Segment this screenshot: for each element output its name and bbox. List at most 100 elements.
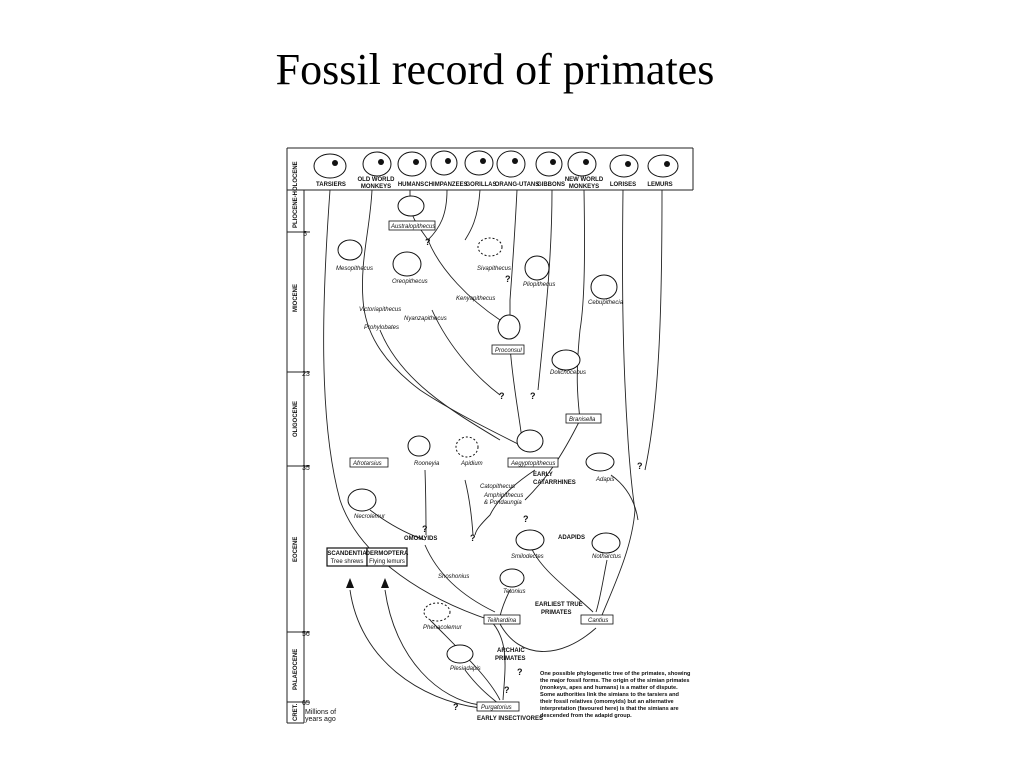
- caption-line: interpretation (favoured here) is that t…: [540, 706, 679, 712]
- skull-icon: [609, 154, 639, 178]
- timeline-axis: [286, 147, 694, 724]
- skull-icon: [585, 452, 615, 472]
- taxon-catopithecus: Catopithecus: [480, 484, 515, 490]
- epoch-oligocene: OLIGOCENE: [293, 401, 299, 437]
- epoch-palaeocene: PALAEOCENE: [293, 649, 299, 690]
- taxon-sivapithecus: Sivapithecus: [477, 266, 511, 272]
- group-nwm-line2: MONKEYS: [569, 184, 599, 190]
- skull-icon: [516, 429, 544, 453]
- taxon-smilodectes: Smilodectes: [511, 554, 544, 560]
- figure-caption: One possible phylogenetic tree of the pr…: [540, 671, 691, 719]
- taxon-mesopithecus: Mesopithecus: [336, 266, 373, 272]
- label-adapids: ADAPIDS: [558, 535, 585, 541]
- label-earliest-1: EARLIEST TRUE: [535, 602, 583, 608]
- question-mark: ?: [637, 461, 643, 471]
- question-mark: ?: [453, 702, 459, 712]
- taxon-victoriapithecus: Victoriapithecus: [359, 307, 401, 313]
- question-mark: ?: [499, 391, 505, 401]
- skull-icon: [496, 150, 526, 178]
- label-early-catarrhines-2: CATARRHINES: [533, 480, 576, 486]
- skull-icon: [397, 195, 425, 217]
- question-mark: ?: [422, 524, 428, 534]
- taxon-afrotarsius: Afrotarsius: [352, 461, 382, 467]
- question-mark: ?: [517, 667, 523, 677]
- group-orangutans: ORANG-UTANS: [495, 182, 540, 188]
- skull-icon: [551, 349, 581, 371]
- label-earliest-2: PRIMATES: [541, 610, 572, 616]
- fossil-skulls: [337, 195, 621, 664]
- caption-line: the major fossil forms. The origin of th…: [540, 678, 690, 684]
- skull-icon: [455, 436, 479, 458]
- epoch-pliocene: PLIOCENE-HOLOCENE: [293, 161, 299, 228]
- label-omomyids: OMOMYIDS: [404, 536, 437, 542]
- caption-line: (monkeys, apes and humans) is a matter o…: [540, 685, 678, 691]
- caption-line: descended from the adapid group.: [540, 713, 632, 719]
- axis-units-line1: Millions of: [305, 709, 336, 716]
- label-archaic-2: PRIMATES: [495, 656, 526, 662]
- taxon-nyanzapithecus: Nyanzapithecus: [404, 316, 447, 322]
- epoch-miocene: MIOCENE: [293, 284, 299, 312]
- taxon-kenyapithecus: Kenyapithecus: [456, 296, 495, 302]
- question-mark: ?: [505, 274, 511, 284]
- skull-icon: [392, 251, 422, 277]
- outgroup-scandentia: SCANDENTIA: [327, 551, 367, 557]
- group-lemurs: LEMURS: [647, 182, 672, 188]
- question-mark: ?: [504, 685, 510, 695]
- question-mark: ?: [425, 237, 431, 247]
- group-lorises: LORISES: [610, 182, 636, 188]
- group-tarsiers: TARSIERS: [316, 182, 346, 188]
- taxon-notharctus: Notharctus: [592, 554, 621, 560]
- tick-56: 56: [302, 631, 310, 638]
- taxon-apidium: Apidium: [460, 461, 483, 467]
- taxon-plesiadapis: Plesiadapis: [450, 666, 481, 672]
- taxon-cantius: Cantius: [588, 618, 608, 624]
- taxon-cebupithecia: Cebupithecia: [588, 300, 624, 306]
- top-skull-row: [313, 150, 679, 179]
- skull-icon: [347, 488, 377, 512]
- group-gibbons: GIBBONS: [537, 182, 565, 188]
- taxon-necrolemur: Necrolemur: [354, 514, 386, 520]
- epoch-cret: CRET.: [293, 703, 299, 721]
- skull-icon: [423, 602, 451, 622]
- taxon-purgatorius: Purgatorius: [481, 705, 512, 711]
- skull-icon: [397, 151, 427, 177]
- taxon-rooneyia: Rooneyia: [414, 461, 440, 467]
- taxon-tetonius: Tetonius: [503, 589, 525, 595]
- group-owm-line2: MONKEYS: [361, 184, 391, 190]
- skull-icon: [477, 237, 503, 257]
- taxon-aegyptopithecus: Aegyptopithecus: [510, 461, 555, 467]
- skull-icon: [464, 150, 494, 176]
- skull-icon: [313, 153, 347, 179]
- outgroup-flying-lemurs: Flying lemurs: [369, 559, 405, 565]
- taxon-australopithecus: Australopithecus: [390, 224, 435, 230]
- outgroup-dermoptera: DERMOPTERA: [366, 551, 409, 557]
- group-gorillas: GORILLAS: [466, 182, 497, 188]
- tick-65: 65: [302, 700, 310, 707]
- taxon-branisella: Branisella: [569, 417, 596, 423]
- taxon-phenacolemur: Phenacolemur: [423, 625, 463, 631]
- axis-units-line2: years ago: [305, 716, 336, 723]
- skull-icon: [567, 151, 597, 177]
- question-mark: ?: [523, 514, 529, 524]
- skull-icon: [407, 435, 431, 457]
- skull-icon: [337, 239, 363, 261]
- skull-icon: [497, 314, 521, 340]
- tick-35: 35: [302, 465, 310, 472]
- group-nwm-line1: NEW WORLD: [565, 177, 604, 183]
- slide-title: Fossil record of primates: [275, 45, 715, 94]
- epoch-eocene: EOCENE: [293, 537, 299, 562]
- skull-icon: [446, 644, 474, 664]
- caption-line: their fossil relatives (omomyids) but an…: [540, 699, 674, 705]
- taxon-proconsul: Proconsul: [495, 348, 522, 354]
- question-mark: ?: [470, 533, 476, 543]
- taxon-amphipithecus: Amphipithecus: [483, 493, 523, 499]
- skull-icon: [647, 154, 679, 178]
- caption-line: One possible phylogenetic tree of the pr…: [540, 671, 691, 677]
- taxon-dolichocebus: Dolichocebus: [550, 370, 586, 376]
- label-early-insectivores: EARLY INSECTIVORES: [477, 716, 543, 722]
- group-owm-line1: OLD WORLD: [358, 177, 396, 183]
- skull-icon: [535, 151, 563, 177]
- taxon-teilhardina: Teilhardina: [487, 618, 517, 624]
- taxon-oreopithecus: Oreopithecus: [392, 279, 428, 285]
- tick-23: 23: [302, 371, 310, 378]
